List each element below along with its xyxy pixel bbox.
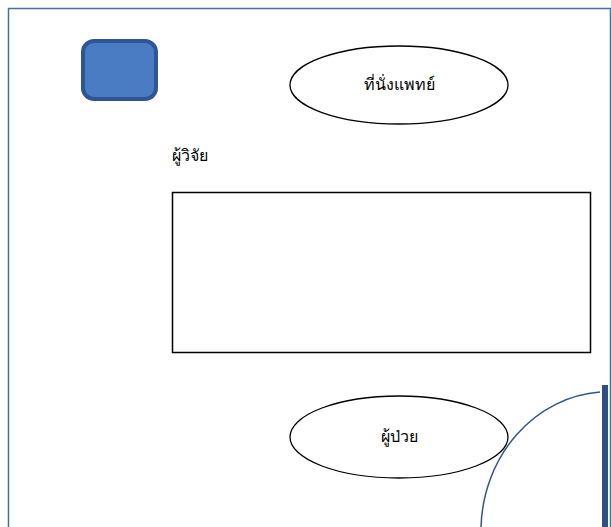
room-outline — [9, 9, 611, 527]
door — [602, 385, 608, 527]
researcher-label: ผู้วิจัย — [172, 143, 208, 168]
seat-label: ที่นั่งแพทย์ — [364, 75, 435, 96]
seat-label: ผู้ป่วย — [381, 427, 418, 448]
door-swing — [481, 392, 600, 527]
researcher-seat — [83, 41, 156, 99]
seat-ellipse: ที่นั่งแพทย์ — [289, 45, 509, 125]
table — [173, 193, 591, 353]
seat-ellipse: ผู้ป่วย — [289, 395, 509, 479]
